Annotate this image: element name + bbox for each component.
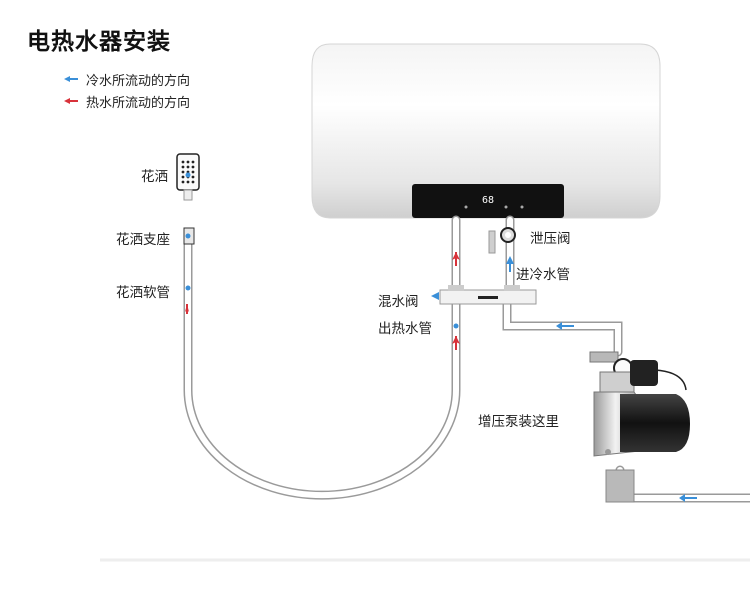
cold-flow-arrows <box>185 172 697 502</box>
cold-dot-shower-head <box>185 172 191 178</box>
label-cold-inlet: 进冷水管 <box>516 267 570 283</box>
cold-arrow-pump-line <box>558 325 574 327</box>
cold-dot-hot-outlet <box>453 323 459 329</box>
cold-arrow-inlet <box>506 256 514 264</box>
cold-dot-hose <box>185 285 191 291</box>
hot-flow-arrows <box>185 252 460 350</box>
booster-pump <box>589 351 690 503</box>
hot-legend-arrow-icon <box>62 95 80 108</box>
cold-legend-arrow-icon <box>62 73 80 86</box>
pipes <box>183 215 750 503</box>
cold-legend-label: 冷水所流动的方向 <box>86 74 191 89</box>
hot-arrow-hot-outlet <box>455 336 457 350</box>
cold-dot-holder <box>185 233 191 239</box>
heater-control-panel <box>412 184 564 218</box>
label-pump: 增压泵装这里 <box>478 414 559 430</box>
heater-display: 68 <box>482 195 494 206</box>
label-shower-hose: 花洒软管 <box>116 285 170 301</box>
label-mixing-valve: 混水阀 <box>378 294 419 310</box>
water-heater: 68 <box>311 43 661 219</box>
label-shower-head: 花洒 <box>141 169 168 185</box>
hot-arrow-heater-outlet <box>455 252 457 266</box>
shower-head <box>176 153 200 201</box>
label-relief-valve: 泄压阀 <box>530 231 571 247</box>
label-shower-holder: 花洒支座 <box>116 232 170 248</box>
relief-valve <box>488 227 516 254</box>
cold-arrow-supply <box>681 497 697 499</box>
page-title: 电热水器安装 <box>27 29 171 55</box>
cold-arrow-mixer <box>431 292 439 300</box>
label-hot-outlet: 出热水管 <box>378 321 432 337</box>
hot-legend-label: 热水所流动的方向 <box>86 96 191 111</box>
hot-arrow-shower-hose <box>186 304 188 314</box>
mixing-valve <box>439 285 537 305</box>
